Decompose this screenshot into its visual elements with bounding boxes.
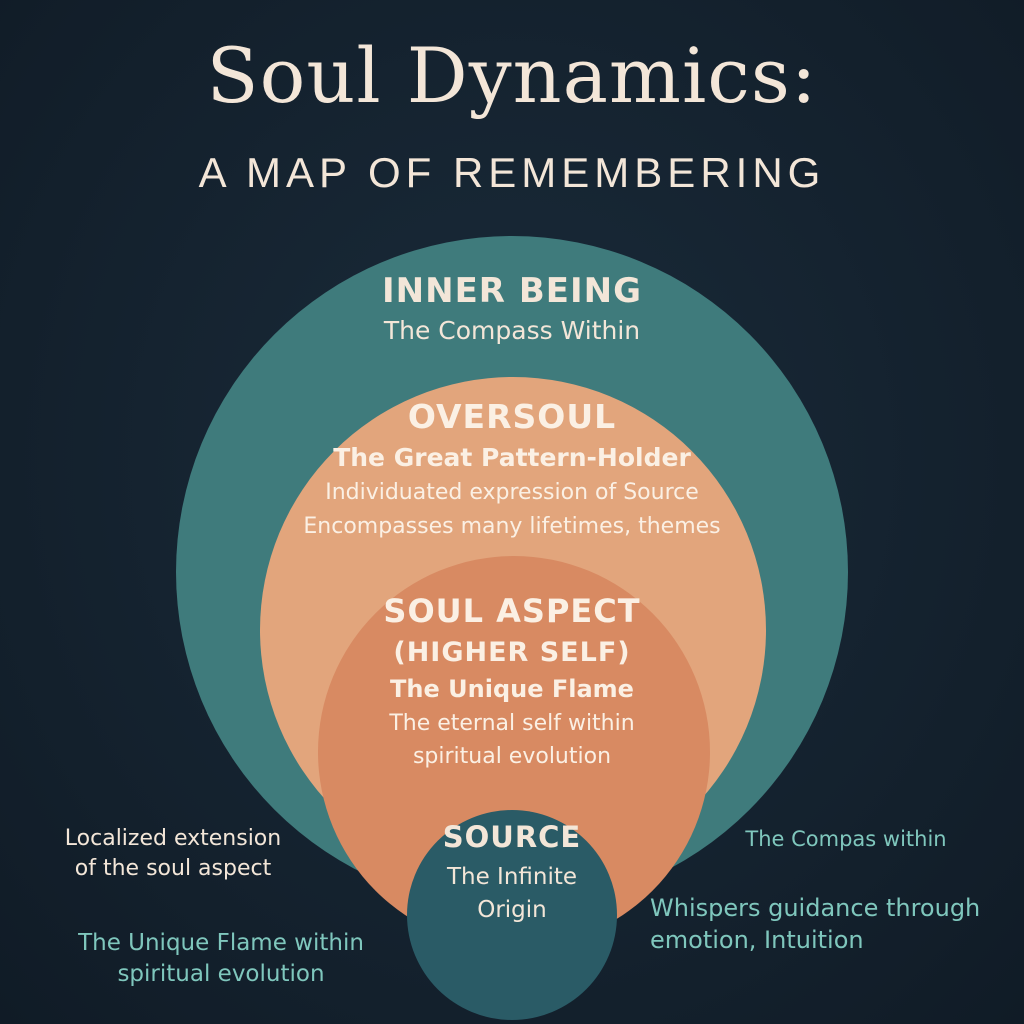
left-note-1-line-1: Localized extension bbox=[64, 826, 282, 851]
source-line-1: The Infinite bbox=[446, 864, 578, 890]
diagram-title: Soul Dynamics: bbox=[206, 31, 818, 120]
left-note-1: Localized extension of the soul aspect bbox=[30, 824, 316, 883]
right-note-2: Whispers guidance through emotion, Intui… bbox=[650, 892, 1010, 957]
oversoul-line-1: Individuated expression of Source bbox=[325, 480, 699, 505]
diagram-subtitle: A MAP OF REMEMBERING bbox=[198, 149, 826, 196]
right-note-2-line-1: Whispers guidance through bbox=[650, 894, 981, 922]
inner-being-heading: INNER BEING bbox=[382, 271, 642, 311]
right-note-1: The Compas within bbox=[745, 827, 947, 851]
inner-being-subheading: The Compass Within bbox=[383, 316, 641, 345]
oversoul-line-2: Encompasses many lifetimes, themes bbox=[303, 514, 721, 539]
left-note-2-line-2: spiritual evolution bbox=[117, 961, 325, 988]
source-heading: SOURCE bbox=[442, 820, 582, 854]
soul-aspect-heading: SOUL ASPECT bbox=[383, 592, 641, 630]
right-note-2-line-2: emotion, Intuition bbox=[650, 926, 864, 955]
soul-aspect-line-2: spiritual evolution bbox=[412, 744, 612, 769]
left-note-2: The Unique Flame within spiritual evolut… bbox=[48, 928, 394, 990]
left-note-1-line-2: of the soul aspect bbox=[74, 855, 272, 881]
left-note-2-line-1: The Unique Flame within bbox=[78, 930, 364, 956]
soul-aspect-subheading: The Unique Flame bbox=[390, 675, 634, 703]
oversoul-heading: OVERSOUL bbox=[407, 397, 617, 436]
source-line-2: Origin bbox=[477, 897, 547, 923]
soul-aspect-line-1: The eternal self within bbox=[389, 711, 635, 736]
source-circle bbox=[407, 810, 617, 1020]
oversoul-subheading: The Great Pattern-Holder bbox=[333, 443, 691, 472]
soul-aspect-heading-2: (HIGHER SELF) bbox=[393, 637, 631, 668]
